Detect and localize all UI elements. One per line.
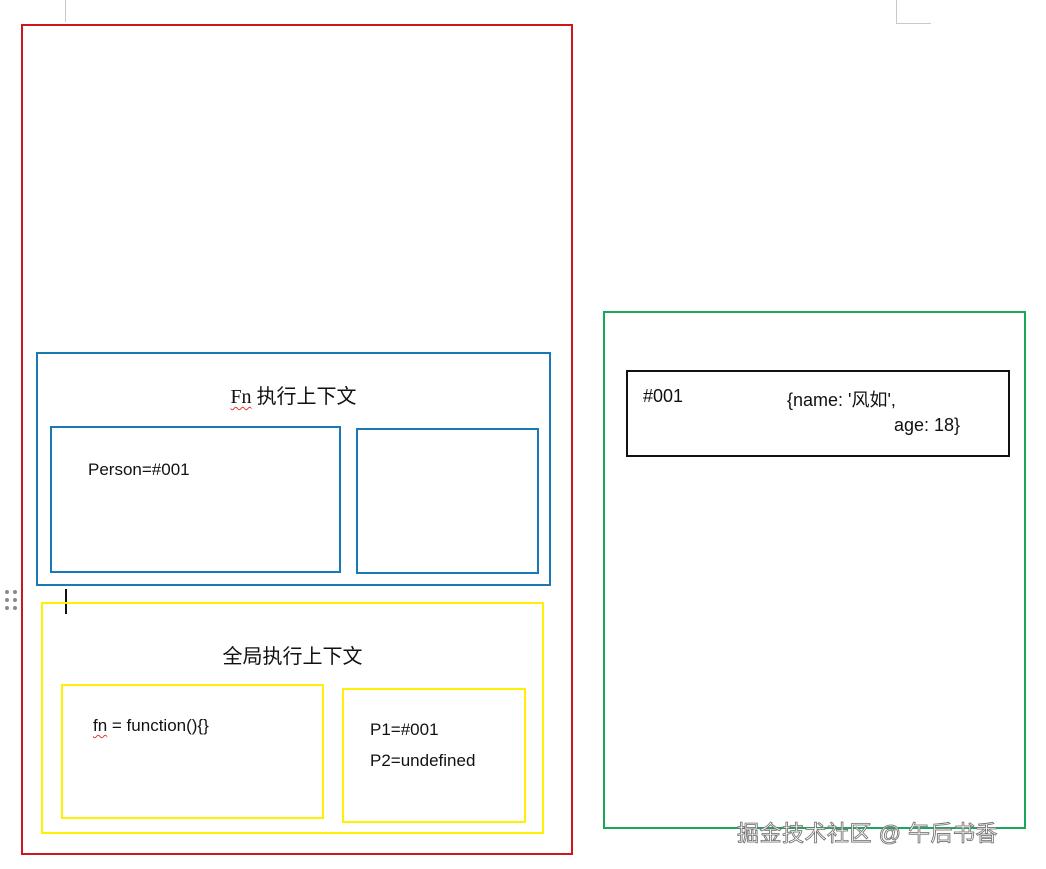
execution-stack-box [21, 24, 573, 855]
fn-execution-context: Fn 执行上下文 Person=#001 [36, 352, 551, 586]
heap-object-address: #001 [643, 386, 684, 406]
page-margin-guide-right [896, 0, 897, 24]
heap-memory-box [603, 311, 1026, 829]
page-margin-guide-left [65, 0, 66, 22]
global-value-p1: P1=#001 [370, 720, 439, 739]
watermark: 掘金技术社区 @ 午后书香 [737, 821, 999, 847]
global-variable-object-text: fn = function(){} [93, 716, 209, 736]
global-variable-object-box: fn = function(){} [61, 684, 324, 819]
fn-code-box [356, 428, 539, 574]
fn-context-title-code: Fn [230, 386, 252, 408]
global-variable-name: fn [93, 716, 108, 735]
text-cursor [65, 589, 67, 614]
global-values-box: P1=#001 P2=undefined [342, 688, 526, 823]
fn-context-title-text: 执行上下文 [256, 386, 357, 408]
global-execution-context: 全局执行上下文 fn = function(){} P1=#001 P2=und… [41, 602, 544, 834]
fn-variable-object-box: Person=#001 [50, 426, 341, 573]
fn-variable-object-text: Person=#001 [88, 460, 190, 479]
heap-object-line-1: {name: '风如', [787, 390, 896, 410]
fn-context-title: Fn 执行上下文 [38, 380, 549, 409]
global-value-p2: P2=undefined [370, 751, 476, 770]
heap-object-line-2: age: 18} [894, 415, 961, 435]
page-margin-guide-right-horizontal [896, 23, 931, 24]
global-variable-assignment: = function(){} [107, 716, 209, 735]
drag-handle-icon[interactable] [5, 590, 19, 614]
heap-object-box: #001 {name: '风如', age: 18} [626, 370, 1010, 457]
global-context-title: 全局执行上下文 [222, 646, 363, 668]
